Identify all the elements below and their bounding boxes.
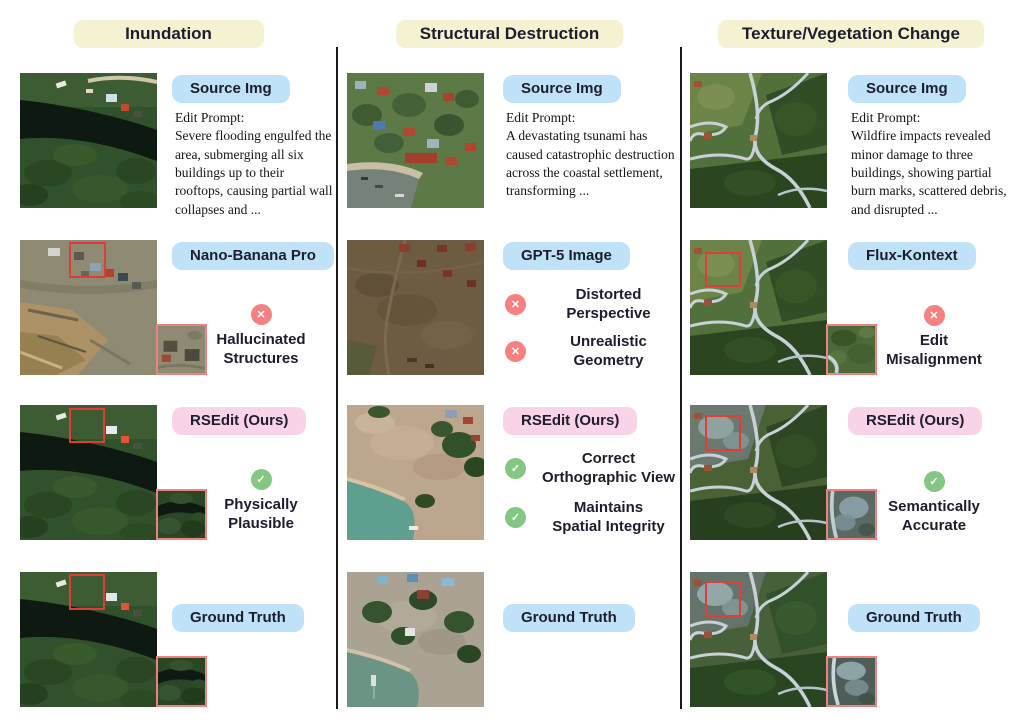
zoom-inset — [156, 656, 207, 707]
column-inundation: Inundation Source Img — [0, 0, 337, 722]
critique-point: ✕ Edit Misalignment — [854, 305, 1014, 369]
merit-text: Correct Orthographic View — [541, 450, 676, 487]
critique-text: Distorted Perspective — [566, 286, 651, 323]
merit-text: Maintains Spatial Integrity — [552, 499, 665, 536]
satellite-image-source-inundation — [20, 73, 157, 208]
edit-prompt-title: Edit Prompt: — [851, 110, 921, 125]
column-header: Texture/Vegetation Change — [718, 20, 984, 48]
zoom-inset — [156, 324, 207, 375]
ground-truth-label: Ground Truth — [503, 604, 635, 632]
edit-prompt-body: Wildfire impacts revealed minor damage t… — [851, 128, 1007, 217]
edit-prompt-body: Severe flooding engulfed the area, subme… — [175, 128, 333, 217]
merit-point: ✓ Maintains Spatial Integrity — [503, 498, 679, 536]
satellite-image-rsedit-texture — [690, 405, 877, 540]
satellite-image-ground-truth-texture — [690, 572, 877, 707]
source-img-label: Source Img — [172, 75, 290, 103]
check-icon: ✓ — [250, 469, 272, 490]
edit-prompt: Edit Prompt: Severe flooding engulfed th… — [175, 109, 334, 219]
annotation-box — [69, 574, 105, 610]
zoom-inset — [826, 324, 877, 375]
merit-text: Semantically Accurate — [888, 498, 980, 535]
baseline-model-label: Flux-Kontext — [848, 242, 976, 270]
check-icon: ✓ — [505, 506, 526, 528]
column-structural-destruction: Structural Destruction — [338, 0, 681, 722]
edit-prompt-title: Edit Prompt: — [175, 110, 245, 125]
ground-truth-label: Ground Truth — [172, 604, 304, 632]
edit-prompt: Edit Prompt: Wildfire impacts revealed m… — [851, 109, 1018, 219]
cross-icon: ✕ — [923, 305, 945, 326]
annotation-box — [69, 242, 106, 278]
satellite-image-source-texture — [690, 73, 827, 208]
ours-model-label: RSEdit (Ours) — [172, 407, 307, 435]
edit-prompt-body: A devastating tsunami has caused catastr… — [506, 128, 675, 199]
ours-model-label: RSEdit (Ours) — [503, 407, 638, 435]
ours-model-label: RSEdit (Ours) — [848, 407, 983, 435]
satellite-image-flux-kontext — [690, 240, 877, 375]
annotation-box — [69, 408, 105, 443]
zoom-inset — [826, 489, 877, 540]
annotation-box — [705, 252, 741, 287]
satellite-image-rsedit-inundation — [20, 405, 207, 540]
merit-point: ✓ Semantically Accurate — [854, 471, 1014, 535]
source-img-label: Source Img — [848, 75, 966, 103]
critique-text: Unrealistic Geometry — [570, 333, 647, 370]
annotation-box — [705, 415, 741, 451]
edit-prompt-title: Edit Prompt: — [506, 110, 576, 125]
cross-icon: ✕ — [505, 293, 526, 315]
merit-point: ✓ Physically Plausible — [196, 469, 326, 533]
critique-point: ✕ Distorted Perspective — [503, 285, 679, 323]
critique-point: ✕ Hallucinated Structures — [196, 304, 326, 368]
check-icon: ✓ — [505, 457, 526, 479]
satellite-image-ground-truth-inundation — [20, 572, 207, 707]
edit-prompt: Edit Prompt: A devastating tsunami has c… — [506, 109, 679, 201]
source-img-label: Source Img — [503, 75, 621, 103]
merit-point: ✓ Correct Orthographic View — [503, 449, 679, 487]
satellite-image-gpt5 — [347, 240, 484, 375]
check-icon: ✓ — [923, 471, 945, 492]
satellite-image-ground-truth-structural — [347, 572, 484, 707]
satellite-image-nano-banana-pro — [20, 240, 207, 375]
critique-text: Hallucinated Structures — [216, 331, 306, 368]
column-divider-left — [336, 47, 338, 709]
critique-text: Edit Misalignment — [886, 332, 982, 369]
zoom-inset — [156, 489, 207, 540]
cross-icon: ✕ — [250, 304, 272, 325]
cross-icon: ✕ — [505, 340, 526, 362]
column-header: Inundation — [73, 20, 264, 48]
baseline-model-label: Nano-Banana Pro — [172, 242, 334, 270]
column-texture-vegetation-change: Texture/Vegetation Change — [682, 0, 1020, 722]
critique-point: ✕ Unrealistic Geometry — [503, 332, 679, 370]
zoom-inset — [826, 656, 877, 707]
satellite-image-rsedit-structural — [347, 405, 484, 540]
ground-truth-label: Ground Truth — [848, 604, 980, 632]
merit-text: Physically Plausible — [224, 496, 298, 533]
baseline-model-label: GPT-5 Image — [503, 242, 630, 270]
column-header: Structural Destruction — [395, 20, 624, 48]
annotation-box — [705, 581, 741, 617]
column-divider-right — [680, 47, 682, 709]
satellite-image-source-structural — [347, 73, 484, 208]
